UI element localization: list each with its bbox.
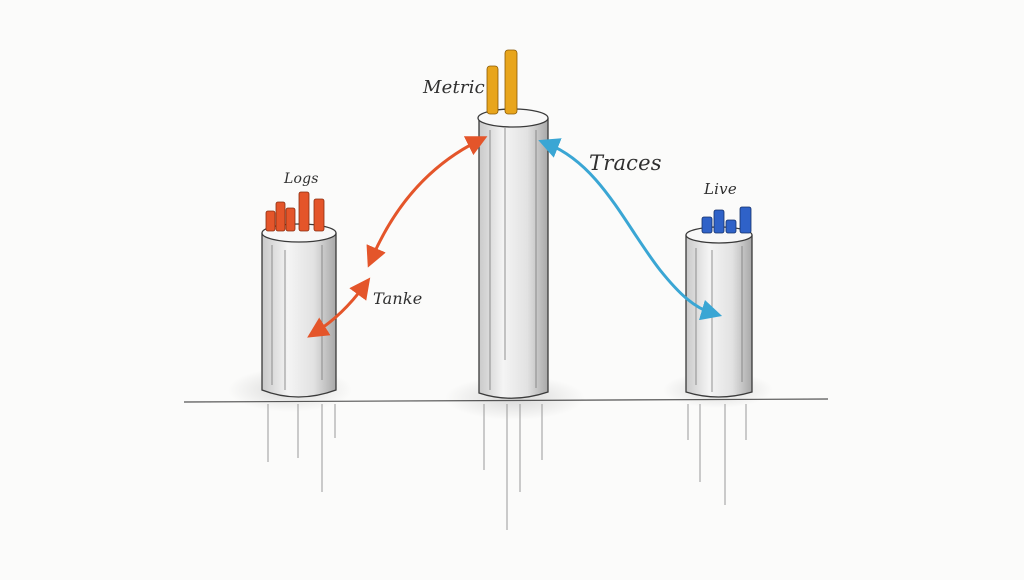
- logs-label: Logs: [284, 171, 319, 187]
- live-bars: [701, 206, 752, 234]
- live-label: Live: [704, 180, 737, 198]
- drip-lines: [267, 404, 747, 530]
- logs-bars: [265, 191, 325, 232]
- metric-to-tanke-arrow: [366, 136, 488, 268]
- metric-label: Metric: [423, 77, 485, 98]
- metric-cylinder: [477, 49, 549, 399]
- logs-cylinder: [261, 191, 337, 398]
- traces-arrow: [538, 138, 723, 321]
- traces-label: Traces: [589, 151, 662, 175]
- ground-line: [183, 398, 829, 403]
- tanke-label: Tanke: [373, 289, 423, 308]
- metric-bars: [486, 49, 518, 115]
- tanke-to-logs-arrow: [307, 277, 371, 338]
- live-cylinder: [685, 206, 753, 398]
